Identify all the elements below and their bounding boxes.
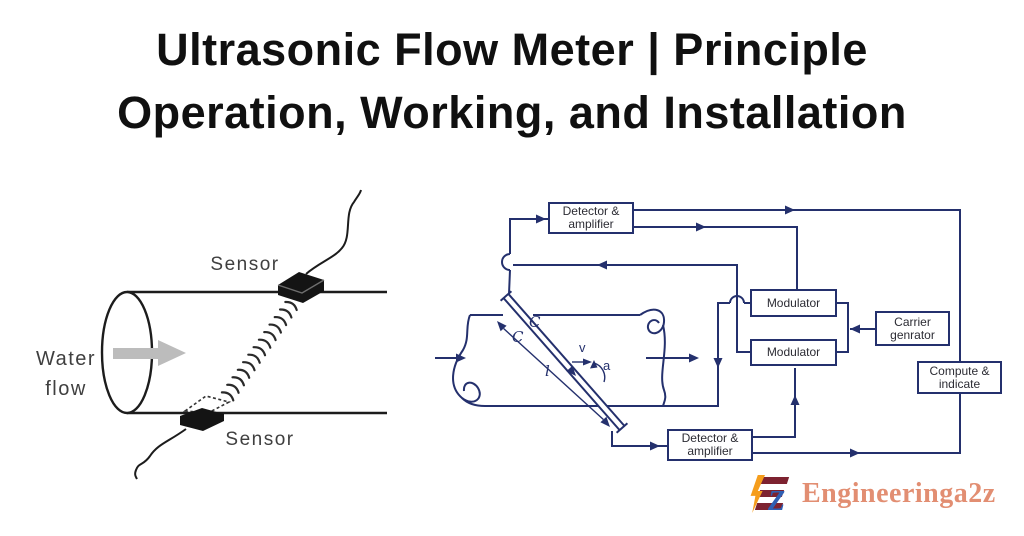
wire-detector-top-to-modulator xyxy=(634,226,798,289)
wire-detector-bottom-to-compute xyxy=(753,394,961,454)
wire-modulator-upper-to-transducer-bottom xyxy=(607,295,750,407)
page-title-line2: Operation, Working, and Installation xyxy=(117,87,907,138)
page-title-line1: Ultrasonic Flow Meter | Principle xyxy=(156,24,868,75)
symbol-angle: a xyxy=(603,358,611,373)
path-length-line xyxy=(503,327,604,421)
wire-detector-top-to-compute xyxy=(634,209,961,361)
symbol-sound-speed-lower: C xyxy=(512,328,524,346)
block-label: Modulator xyxy=(766,295,821,310)
water-flow-arrow xyxy=(113,340,186,366)
block-label: genrator xyxy=(890,327,935,342)
logo-text: Engineeringa2z xyxy=(802,478,996,509)
block-detector-amplifier-top: Detector & amplifier xyxy=(548,202,634,234)
block-label: Modulator xyxy=(766,345,821,359)
sensor-bottom-label: Sensor xyxy=(225,429,295,450)
page-title: Ultrasonic Flow Meter | Principle Operat… xyxy=(0,18,1024,144)
sensor-top-cable xyxy=(305,189,362,275)
brand-logo: Z Engineeringa2z xyxy=(748,472,1008,522)
measurement-lines xyxy=(503,327,606,421)
block-detector-amplifier-bottom: Detector & amplifier xyxy=(667,429,753,461)
sensor-top-edge-highlight xyxy=(277,279,325,294)
rpipe-break-right-tail xyxy=(661,324,667,407)
wire-modulator-lower-to-transducer-top xyxy=(513,264,750,353)
logo-mark-icon: Z xyxy=(748,474,794,518)
block-label: amplifier xyxy=(687,444,733,458)
transducer-tube xyxy=(499,290,629,434)
sensor-bottom-cable xyxy=(134,428,187,480)
rpipe-break-left-tail xyxy=(461,397,486,407)
wire-transducer-to-detector-bottom xyxy=(611,431,667,447)
symbol-path-length: l xyxy=(545,362,550,380)
logo-z-letter: Z xyxy=(768,486,786,517)
block-modulator-lower: Modulator xyxy=(750,339,837,366)
sensor-bottom-body xyxy=(180,408,224,431)
block-label: Detector & xyxy=(562,204,620,218)
wire-transducer-to-detector-top xyxy=(501,218,548,295)
logo-e-bar-top xyxy=(760,477,790,484)
rpipe-break-right xyxy=(639,308,666,335)
block-compute-indicate: Compute & indicate xyxy=(917,361,1002,394)
block-label: amplifier xyxy=(568,217,614,231)
sensor-top-body xyxy=(278,272,324,303)
ultrasonic-wave-arcs xyxy=(220,300,298,402)
block-label: indicate xyxy=(938,376,981,391)
water-flow-label-line1: Water xyxy=(35,348,97,370)
water-flow-label: Water flow xyxy=(24,344,108,404)
angle-arc xyxy=(593,362,606,383)
wire-detector-bottom-to-modulator xyxy=(753,368,796,438)
sensor-bottom-ghost-outline xyxy=(182,395,232,414)
block-modulator-upper: Modulator xyxy=(750,289,837,317)
arrowheads xyxy=(456,205,860,458)
symbol-sound-speed-upper: C xyxy=(529,313,541,331)
water-flow-label-line2: flow xyxy=(45,378,87,400)
symbol-velocity: v xyxy=(579,340,586,355)
block-label: Compute & xyxy=(929,363,990,378)
block-label: Detector & xyxy=(681,431,739,445)
block-carrier-generator: Carrier genrator xyxy=(875,311,950,346)
block-label: Carrier xyxy=(894,314,931,329)
sensor-top-label: Sensor xyxy=(210,254,280,275)
